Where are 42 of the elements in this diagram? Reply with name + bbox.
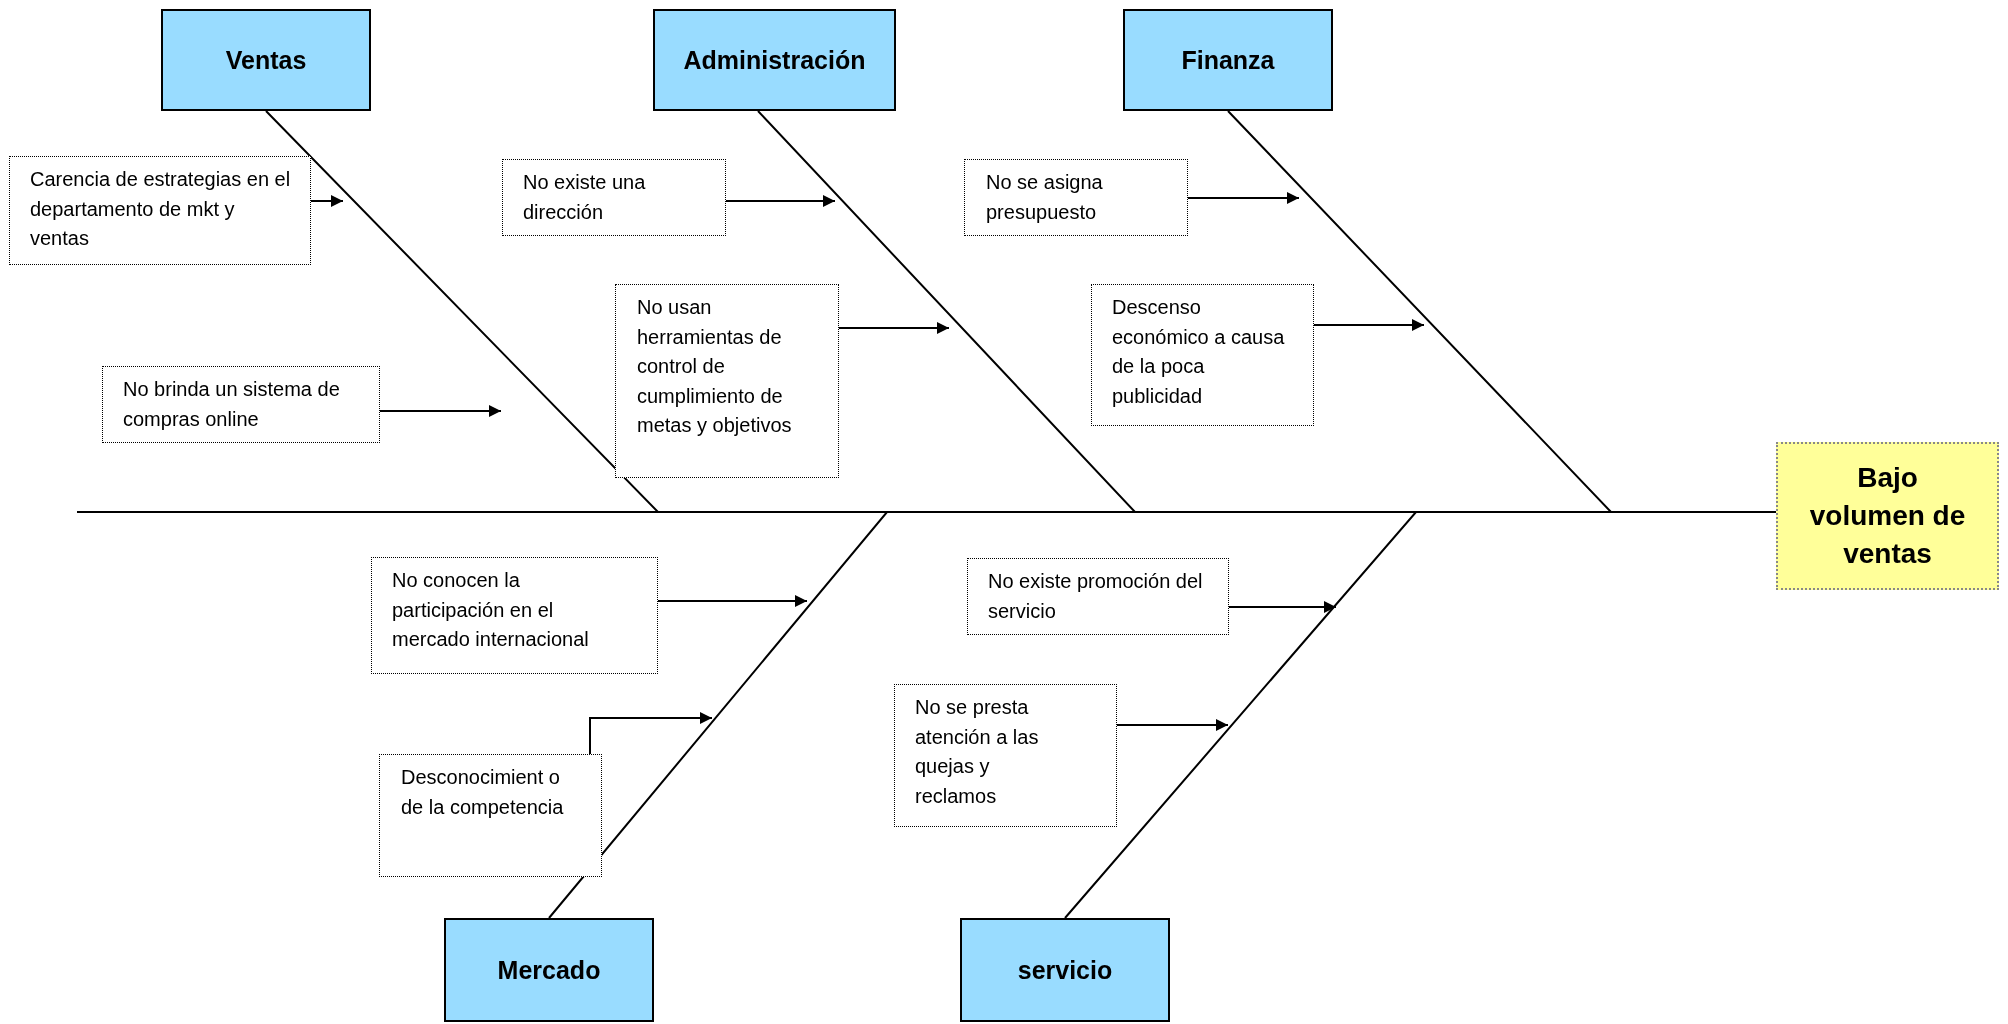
category-box xyxy=(653,9,896,111)
cause-box xyxy=(371,557,658,674)
category-box xyxy=(161,9,371,111)
cause-text: Carencia de estrategias en el departamento de mkt y ventas xyxy=(30,167,292,251)
cause-text: No conocen la participación en el mercado internacional xyxy=(392,568,590,652)
cause-text: No existe una dirección xyxy=(523,170,647,225)
category-label: servicio xyxy=(1017,955,1113,985)
cause-text: Descenso económico a causa de la poca publicidad xyxy=(1112,295,1286,409)
cause-text: No se asigna presupuesto xyxy=(986,170,1104,225)
effect-box xyxy=(1776,442,1999,590)
category-label: Ventas xyxy=(225,45,307,75)
cause-box xyxy=(1091,284,1314,426)
cause-text: No brinda un sistema de compras online xyxy=(123,377,341,432)
arrow xyxy=(657,595,808,607)
cause-box xyxy=(964,159,1188,236)
effect-label: Bajo volumen de ventas xyxy=(1808,461,1967,571)
category-label: Mercado xyxy=(497,955,601,985)
cause-box xyxy=(9,156,311,265)
cause-text: No usan herramientas de control de cumplimiento de metas y objetivos xyxy=(637,295,793,438)
arrow xyxy=(310,195,344,207)
cause-box xyxy=(102,366,380,443)
category-label: Administración xyxy=(683,45,866,75)
cause-box xyxy=(502,159,726,236)
arrow xyxy=(1313,319,1425,331)
arrow xyxy=(1187,192,1300,204)
category-box xyxy=(444,918,654,1022)
cause-box xyxy=(967,558,1229,635)
cause-text: No existe promoción del servicio xyxy=(988,569,1204,624)
category-box xyxy=(960,918,1170,1022)
cause-box xyxy=(894,684,1117,827)
arrow xyxy=(379,405,502,417)
arrow xyxy=(589,712,713,755)
arrow xyxy=(1116,719,1229,731)
cause-box xyxy=(379,754,602,877)
arrow xyxy=(838,322,950,334)
arrow xyxy=(1228,601,1337,613)
cause-box xyxy=(615,284,839,478)
cause-text: No se presta atención a las quejas y reclamos xyxy=(915,695,1040,809)
cause-text: Desconocimient o de la competencia xyxy=(401,765,565,820)
category-label: Finanza xyxy=(1181,45,1275,75)
category-box xyxy=(1123,9,1333,111)
arrow xyxy=(725,195,836,207)
